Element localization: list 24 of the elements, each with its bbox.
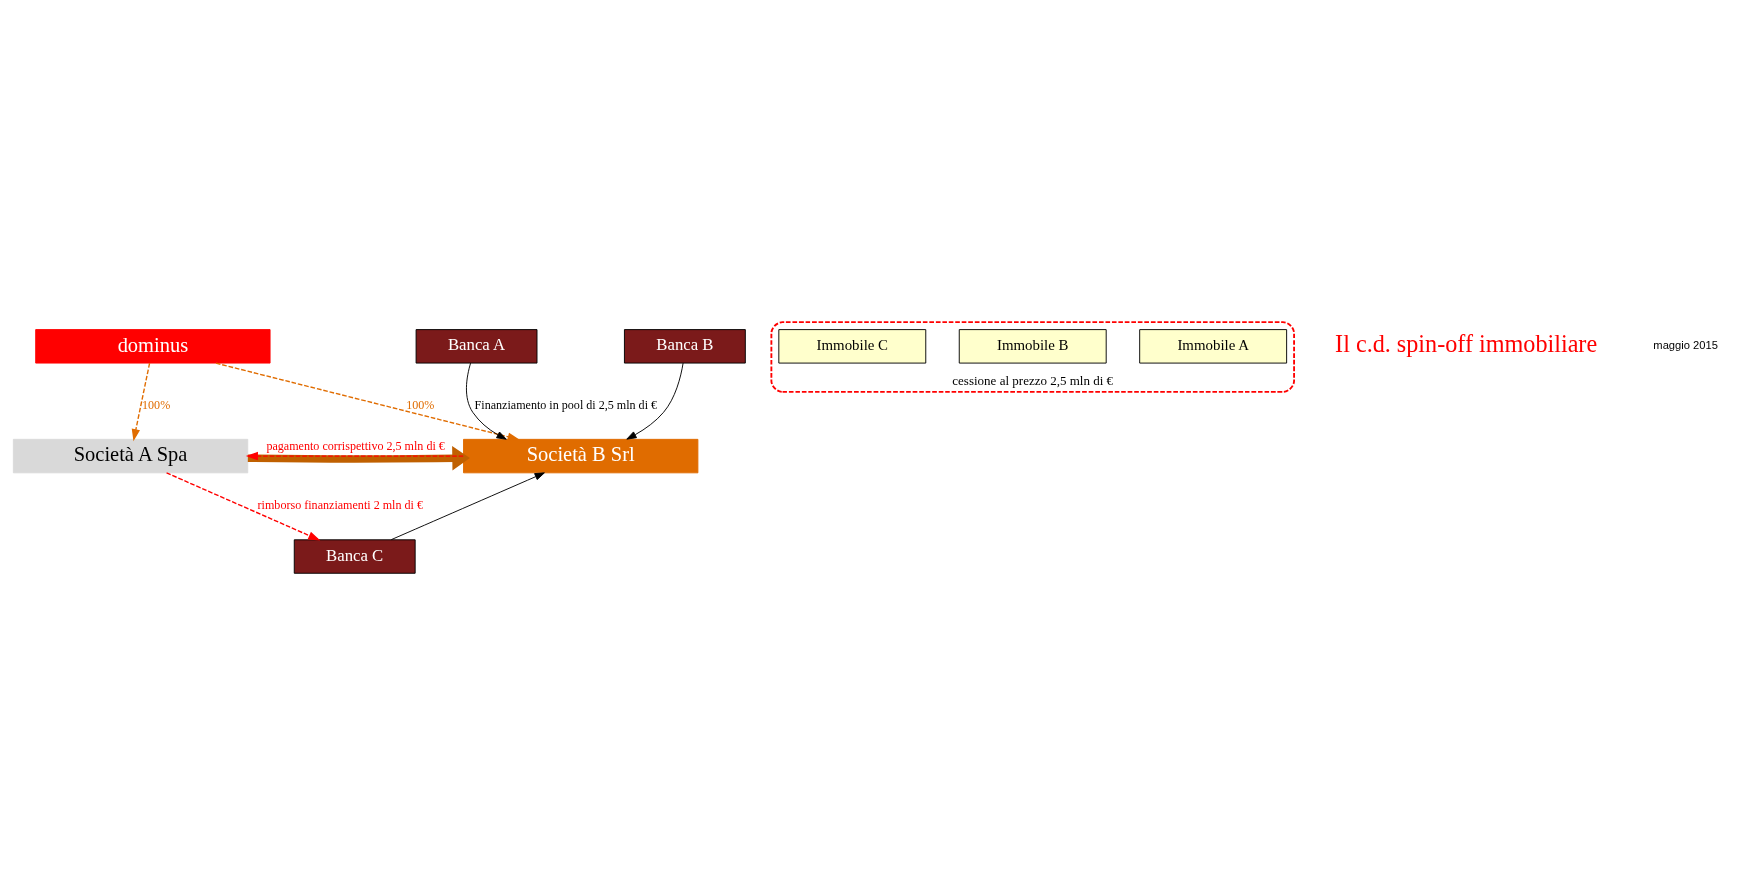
edge-label: pagamento corrispettivo 2,5 mln di €: [266, 438, 445, 453]
edge-label: Finanziamento in pool di 2,5 mln di €: [474, 398, 658, 413]
node-box: Immobile B: [958, 329, 1107, 364]
arrow: [165, 472, 321, 541]
edge-label: rimborso finanziamenti 2 mln di €: [257, 498, 423, 513]
node-box: Immobile C: [778, 329, 927, 364]
node-box: Società B Srl: [463, 438, 699, 474]
arrow: [215, 362, 520, 441]
label: Il c.d. spin-off immobiliare: [1335, 330, 1598, 358]
node-box: Banca C: [293, 539, 416, 574]
node-box: Immobile A: [1139, 329, 1288, 364]
arrow: [131, 362, 151, 442]
arrow: [390, 472, 545, 541]
node-box: dominus: [35, 329, 271, 364]
node-box: Banca B: [623, 329, 746, 364]
label: maggio 2015: [1653, 339, 1718, 352]
edge-label: 100%: [142, 398, 171, 413]
arrow: [466, 362, 507, 440]
edge-label: 100%: [406, 398, 435, 413]
arrow: [626, 362, 684, 440]
node-box: Banca A: [415, 329, 538, 364]
arrow: [247, 445, 470, 471]
node-box: Società A Spa: [12, 438, 249, 474]
arrow: [245, 451, 464, 461]
